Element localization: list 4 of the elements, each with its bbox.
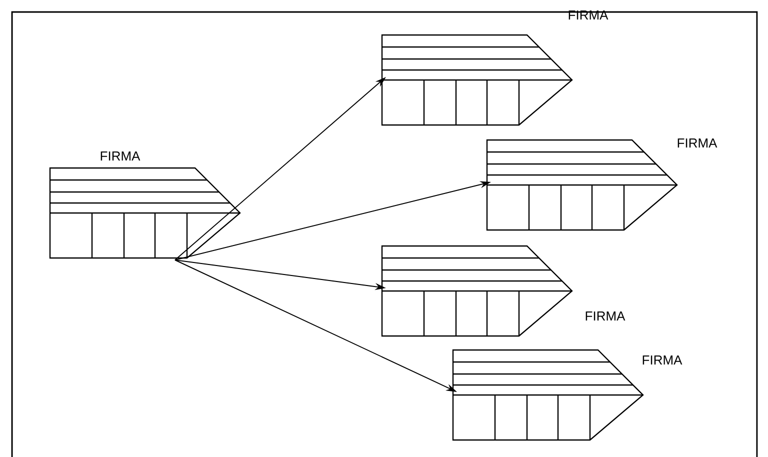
node-label: FIRMA (678, 138, 718, 148)
node-label: FIRMA (642, 356, 682, 364)
node-label: FIRMA (586, 312, 626, 320)
node-label: FIRMA (100, 152, 140, 160)
